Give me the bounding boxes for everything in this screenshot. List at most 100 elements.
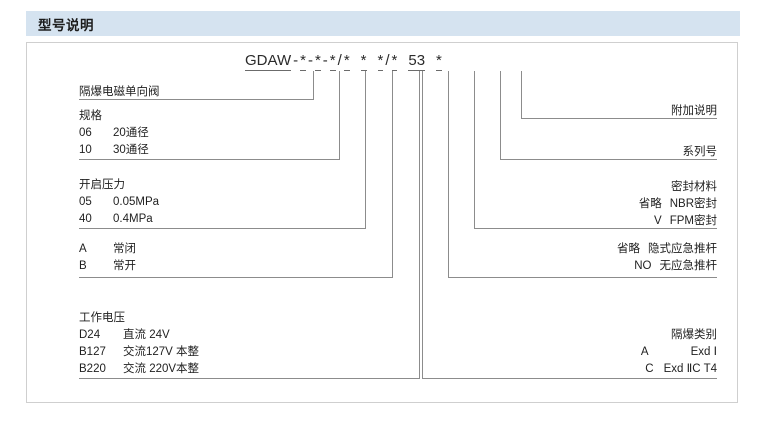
model-token-14: * (391, 52, 398, 71)
leader-v-pressure (365, 71, 366, 228)
leader-h-pressure (79, 228, 366, 229)
leader-h-pushrod (448, 277, 717, 278)
label-exd-row: C Exd ⅡC T4 (517, 361, 717, 378)
label-additional: 附加说明 (537, 103, 717, 120)
label-state-desc-1: 常开 (113, 260, 136, 272)
label-spec-title: 规格 (79, 110, 102, 122)
label-series-title: 系列号 (682, 146, 718, 158)
label-state-row: B 常开 (79, 258, 136, 275)
label-state-code-0: A (79, 243, 87, 255)
label-state-code-1: B (79, 260, 87, 272)
leader-h-product (79, 99, 314, 100)
model-token-separator: / (385, 52, 390, 69)
leader-v-product (313, 71, 314, 99)
leader-v-exd (422, 71, 423, 378)
label-exd-row: A Exd Ⅰ (517, 344, 717, 361)
label-seal-code-0: 省略 (638, 198, 662, 210)
label-voltage-row: D24 直流 24V (79, 327, 199, 344)
label-pressure-desc-0: 0.05MPa (113, 196, 160, 208)
label-pushrod-code-0: 省略 (617, 243, 640, 255)
label-pressure-code-0: 05 (79, 196, 92, 208)
label-pressure-desc-1: 0.4MPa (113, 213, 153, 225)
page-title: 型号说明 (38, 17, 94, 33)
label-voltage: 工作电压 D24 直流 24V B127 交流127V 本整 B220 交流 220V… (79, 310, 199, 378)
label-pushrod: 省略隐式应急推杆 NO 无应急推杆 (517, 241, 717, 275)
label-pushrod-row: NO 无应急推杆 (517, 258, 717, 275)
label-voltage-code-0: D24 (79, 329, 101, 341)
model-number-string: GDAW-*-*-*/***/*53* (245, 52, 442, 71)
label-spec-code-1: 10 (79, 144, 92, 156)
label-exd-title: 隔爆类别 (671, 329, 717, 341)
section-header-bar: 型号说明 (26, 11, 740, 36)
label-pushrod-desc-1: 无应急推杆 (659, 260, 718, 272)
leader-h-additional (521, 118, 717, 119)
label-spec-desc-0: 20通径 (113, 127, 149, 139)
model-token-separator: / (337, 52, 342, 69)
model-token-12: * (377, 52, 384, 71)
leader-h-voltage (79, 378, 420, 379)
label-exd-desc-1: Exd ⅡC T4 (663, 363, 717, 375)
leader-v-additional (521, 71, 522, 118)
leader-v-state (392, 71, 393, 277)
label-spec-row: 10 30通径 (79, 142, 149, 159)
leader-h-state (79, 277, 393, 278)
label-seal-desc-0: NBR密封 (669, 198, 717, 210)
leader-h-series (500, 159, 717, 160)
label-state: A 常闭 B 常开 (79, 241, 136, 275)
label-voltage-code-1: B127 (79, 346, 106, 358)
label-exd-code-0: A (640, 346, 649, 358)
label-seal-row: 省略 NBR密封 (517, 196, 717, 213)
leader-v-series (500, 71, 501, 159)
label-pressure-title: 开启压力 (79, 179, 125, 191)
label-pushrod-desc-0: 隐式应急推杆 (648, 243, 717, 255)
leader-h-seal (474, 228, 717, 229)
leader-h-spec (79, 159, 340, 160)
label-exd-code-1: C (645, 363, 654, 375)
label-product-name: 隔爆电磁单向阀 (79, 84, 160, 101)
model-token-separator: - (322, 52, 328, 69)
leader-v-seal (474, 71, 475, 228)
label-state-row: A 常闭 (79, 241, 136, 258)
label-seal-desc-1: FPM密封 (669, 215, 717, 227)
diagram-panel (26, 42, 738, 403)
label-additional-title: 附加说明 (671, 105, 717, 117)
model-token-separator: - (307, 52, 313, 69)
label-voltage-title: 工作电压 (79, 312, 125, 324)
label-spec-desc-1: 30通径 (113, 144, 149, 156)
label-product-name-title: 隔爆电磁单向阀 (79, 86, 160, 98)
leader-v-voltage (419, 71, 420, 378)
label-voltage-desc-1: 交流127V 本整 (123, 346, 200, 358)
label-exd: 隔爆类别 A Exd Ⅰ C Exd ⅡC T4 (517, 327, 717, 378)
label-pushrod-code-1: NO (634, 260, 652, 272)
model-token-16: 53 (408, 52, 426, 71)
leader-v-pushrod (448, 71, 449, 277)
model-token-2: * (300, 52, 306, 71)
model-token-4: * (314, 52, 321, 71)
model-token-6: * (329, 52, 336, 71)
label-state-desc-0: 常闭 (113, 243, 136, 255)
leader-h-exd (422, 378, 717, 379)
label-exd-desc-0: Exd Ⅰ (690, 346, 717, 358)
label-pressure-code-1: 40 (79, 213, 92, 225)
label-pressure-row: 05 0.05MPa (79, 194, 159, 211)
label-seal-title: 密封材料 (671, 181, 717, 193)
model-token-10: * (360, 52, 367, 71)
label-voltage-row: B220 交流 220V本整 (79, 361, 199, 378)
label-pressure-row: 40 0.4MPa (79, 211, 159, 228)
label-voltage-desc-0: 直流 24V (123, 329, 170, 341)
label-pushrod-row: 省略隐式应急推杆 (517, 241, 717, 258)
leader-v-spec (339, 71, 340, 159)
model-token-separator: - (293, 52, 299, 69)
label-voltage-row: B127 交流127V 本整 (79, 344, 199, 361)
model-token-0: GDAW (245, 52, 292, 71)
label-pressure: 开启压力 05 0.05MPa 40 0.4MPa (79, 177, 159, 228)
label-voltage-desc-2: 交流 220V本整 (123, 363, 200, 375)
model-token-8: * (343, 52, 350, 71)
model-token-18: * (436, 52, 442, 71)
label-voltage-code-2: B220 (79, 363, 106, 375)
